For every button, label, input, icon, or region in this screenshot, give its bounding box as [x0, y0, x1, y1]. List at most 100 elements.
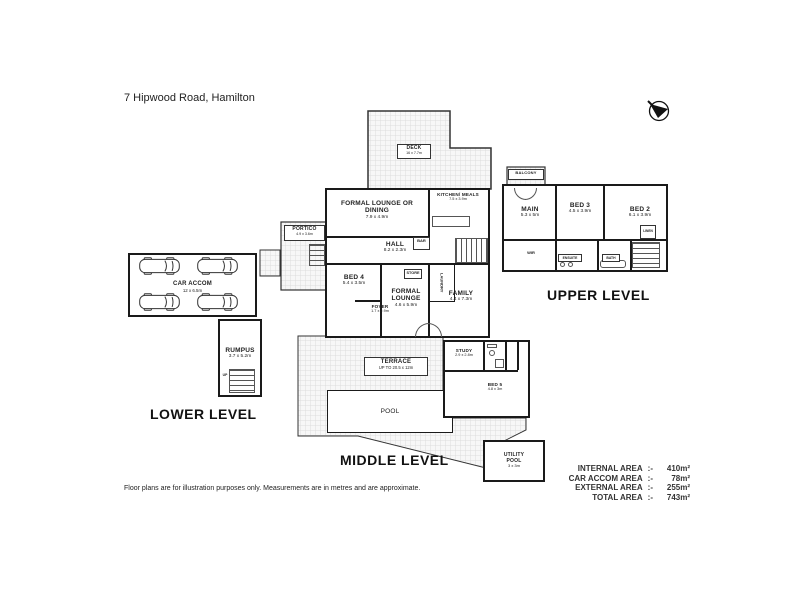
- wall: [555, 241, 557, 270]
- deck-dims: 16 x 7.7m: [406, 150, 422, 155]
- wir-label: WIR: [527, 250, 535, 255]
- portico-name: PORTICO: [292, 226, 317, 232]
- portico-stairs: [309, 244, 325, 266]
- stat-sep: :-: [647, 492, 653, 502]
- wall: [327, 263, 488, 265]
- main-name: MAIN: [521, 206, 539, 213]
- deck-label: DECK 16 x 7.7m: [397, 144, 431, 159]
- car-icon: [197, 293, 238, 311]
- bar-label: BAR: [417, 238, 426, 243]
- formal-lounge-name: FORMAL LOUNGE: [391, 288, 421, 303]
- family-dims: 4.4 x 7.3m: [449, 297, 473, 303]
- bar-tag: BAR: [413, 237, 430, 250]
- stat-label: TOTAL AREA: [592, 492, 643, 502]
- wall: [603, 186, 605, 239]
- rumpus-stairs: [229, 369, 255, 393]
- rumpus-block: RUMPUS 3.7 x 5.2m UP: [218, 319, 262, 397]
- kitchen-island: [432, 216, 470, 227]
- balcony-label: BALCONY: [508, 169, 544, 180]
- portico-dims: 4.9 x 3.6m: [296, 231, 313, 236]
- stat-row: CAR ACCOM AREA :- 78m²: [556, 474, 690, 484]
- car-icon: [197, 257, 238, 275]
- rumpus-dims: 3.7 x 5.2m: [228, 354, 252, 360]
- ensuite-label: ENSUITE: [562, 256, 578, 260]
- upper-level-block: LINEN MAIN 5.3 x 5m BED 3 4.5 x 3.9m BED…: [502, 184, 668, 272]
- basin-fixture: [568, 262, 573, 267]
- study-name: STUDY: [455, 348, 473, 353]
- stat-value: 743m²: [666, 492, 690, 502]
- wall: [428, 190, 430, 238]
- pool-label: POOL: [380, 408, 400, 415]
- disclaimer-text: Floor plans are for illustration purpose…: [124, 485, 421, 492]
- formal-lounge-dims: 4.6 x 5.9m: [394, 302, 418, 308]
- bed2-dims: 6.1 x 3.9m: [628, 213, 652, 219]
- rumpus-label: RUMPUS 3.7 x 5.2m: [220, 347, 260, 360]
- bed4-label: BED 4 5.4 x 3.5m: [331, 274, 377, 287]
- car-accom-label: CAR ACCOM 12 x 6.5m: [130, 281, 255, 293]
- wall: [380, 263, 382, 336]
- pool: POOL: [327, 390, 453, 433]
- terrace-dims: UP TO 20.5 x 12m: [378, 364, 414, 370]
- wall: [555, 186, 557, 239]
- formal-lounge-label: FORMAL LOUNGE 4.6 x 5.9m: [385, 288, 427, 308]
- bed4-name: BED 4: [343, 274, 365, 281]
- kitchen-dims: 7.5 x 3.9m: [449, 197, 467, 202]
- fld-dims: 7.9 x 4.9m: [365, 214, 389, 220]
- wall: [445, 370, 518, 372]
- linen-tag: LINEN: [640, 225, 656, 239]
- hall-dims: 8.2 x 2.3m: [383, 248, 407, 254]
- portico-label: PORTICO 4.9 x 3.6m: [284, 225, 325, 241]
- fld-name: FORMAL LOUNGE OR DINING: [340, 200, 414, 215]
- cars-layer: [139, 257, 238, 311]
- bed2-label: BED 2 6.1 x 3.9m: [616, 206, 664, 219]
- study-label: STUDY 2.9 x 2.8m: [445, 348, 483, 358]
- area-summary: INTERNAL AREA :- 410m² CAR ACCOM AREA :-…: [556, 464, 690, 502]
- wall: [428, 263, 430, 336]
- toilet-fixture: [489, 350, 495, 356]
- family-door-arc: [428, 323, 442, 337]
- bath-tag: BATH: [602, 254, 620, 262]
- kitchen-name: KITCHEN/ MEALS: [437, 192, 479, 197]
- upper-level-title: UPPER LEVEL: [547, 287, 650, 303]
- balcony-door-arc: [525, 188, 537, 200]
- stat-sep: :-: [647, 464, 653, 473]
- stat-label: EXTERNAL AREA: [575, 483, 643, 492]
- utility-pool-name: UTILITY POOL: [503, 451, 525, 464]
- upper-stairs: [632, 242, 660, 268]
- north-compass-icon: [647, 100, 670, 122]
- shower-fixture: [495, 359, 504, 368]
- wall: [504, 239, 666, 241]
- up-label: UP: [222, 373, 228, 377]
- wall: [597, 241, 599, 270]
- study-bed5-block: STUDY 2.9 x 2.8m BED 5 4.8 x 3m: [443, 340, 530, 418]
- middle-house-block: BAR STORE LAUNDRY FORMAL LOUNGE OR DININ…: [325, 188, 490, 338]
- stat-value: 255m²: [666, 483, 690, 492]
- bed5-label: BED 5 4.8 x 3m: [467, 382, 523, 392]
- bed3-label: BED 3 4.5 x 3.9m: [558, 202, 602, 215]
- store-label: STORE: [406, 271, 420, 275]
- stat-label: CAR ACCOM AREA: [568, 473, 643, 483]
- hall-stairs: [455, 238, 488, 263]
- kitchen-meals-label: KITCHEN/ MEALS 7.5 x 3.9m: [431, 192, 485, 202]
- utility-pool: UTILITY POOL 3 x 3m: [483, 440, 545, 482]
- balcony-name: BALCONY: [515, 170, 537, 175]
- stat-row: EXTERNAL AREA :- 255m²: [556, 483, 690, 493]
- bed5-dims: 4.8 x 3m: [487, 387, 503, 392]
- foyer-name: FOYER: [371, 304, 389, 309]
- stat-sep: :-: [647, 483, 653, 492]
- wall: [483, 342, 485, 370]
- stat-row: INTERNAL AREA :- 410m²: [556, 464, 690, 474]
- wall: [327, 236, 430, 238]
- linen-label: LINEN: [643, 229, 653, 234]
- bed2-name: BED 2: [629, 206, 651, 213]
- hall-label: HALL 8.2 x 2.3m: [369, 241, 421, 254]
- stat-value: 410m²: [666, 464, 690, 473]
- car-icon: [139, 293, 180, 311]
- basin-fixture: [560, 262, 565, 267]
- wall: [630, 241, 632, 270]
- bath-label: BATH: [606, 256, 616, 260]
- main-dims: 5.3 x 5m: [520, 213, 540, 219]
- formal-lounge-dining-label: FORMAL LOUNGE OR DINING 7.9 x 4.9m: [335, 200, 419, 220]
- utility-pool-label: UTILITY POOL 3 x 3m: [497, 451, 531, 469]
